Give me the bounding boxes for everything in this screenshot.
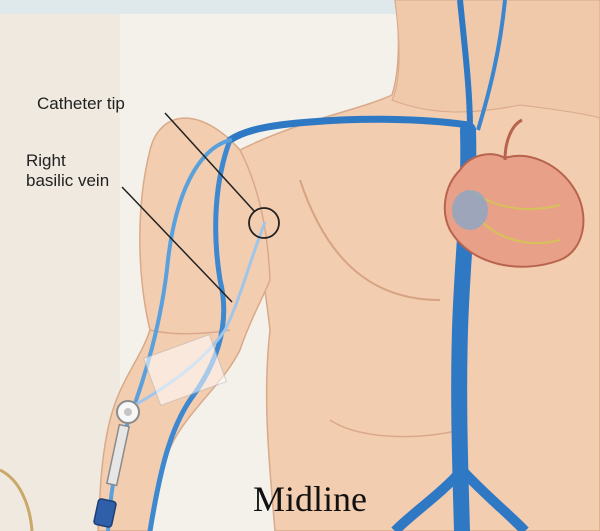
background-left-panel xyxy=(0,0,120,531)
diagram-caption: Midline xyxy=(0,478,600,520)
right-basilic-vein-label: Right basilic vein xyxy=(26,151,109,191)
catheter-tip-label: Catheter tip xyxy=(37,94,125,114)
